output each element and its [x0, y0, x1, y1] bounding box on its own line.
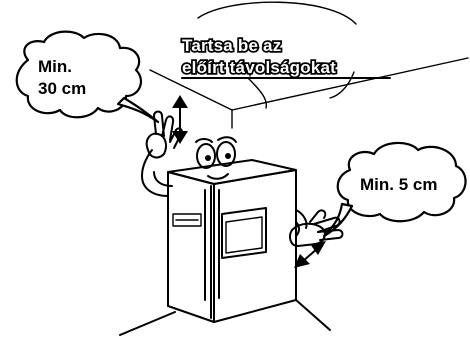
top-clearance-line-2: 30 cm: [38, 79, 86, 98]
top-clearance-line-1: Min.: [38, 57, 72, 76]
heading-line-1: Tartsa be az: [182, 36, 281, 55]
side-clearance-text: Min. 5 cm: [360, 175, 437, 194]
heading-bubble: Tartsa be az előírt távolságokat: [182, 2, 390, 108]
refrigerator-face: [196, 137, 236, 179]
refrigerator: [168, 160, 296, 322]
smile: [208, 174, 228, 179]
heading-line-2: előírt távolságokat: [182, 58, 336, 77]
left-arm-hand: [142, 112, 182, 197]
top-clearance-bubble: Min. 30 cm: [17, 32, 158, 122]
side-clearance-bubble: Min. 5 cm: [324, 143, 466, 236]
